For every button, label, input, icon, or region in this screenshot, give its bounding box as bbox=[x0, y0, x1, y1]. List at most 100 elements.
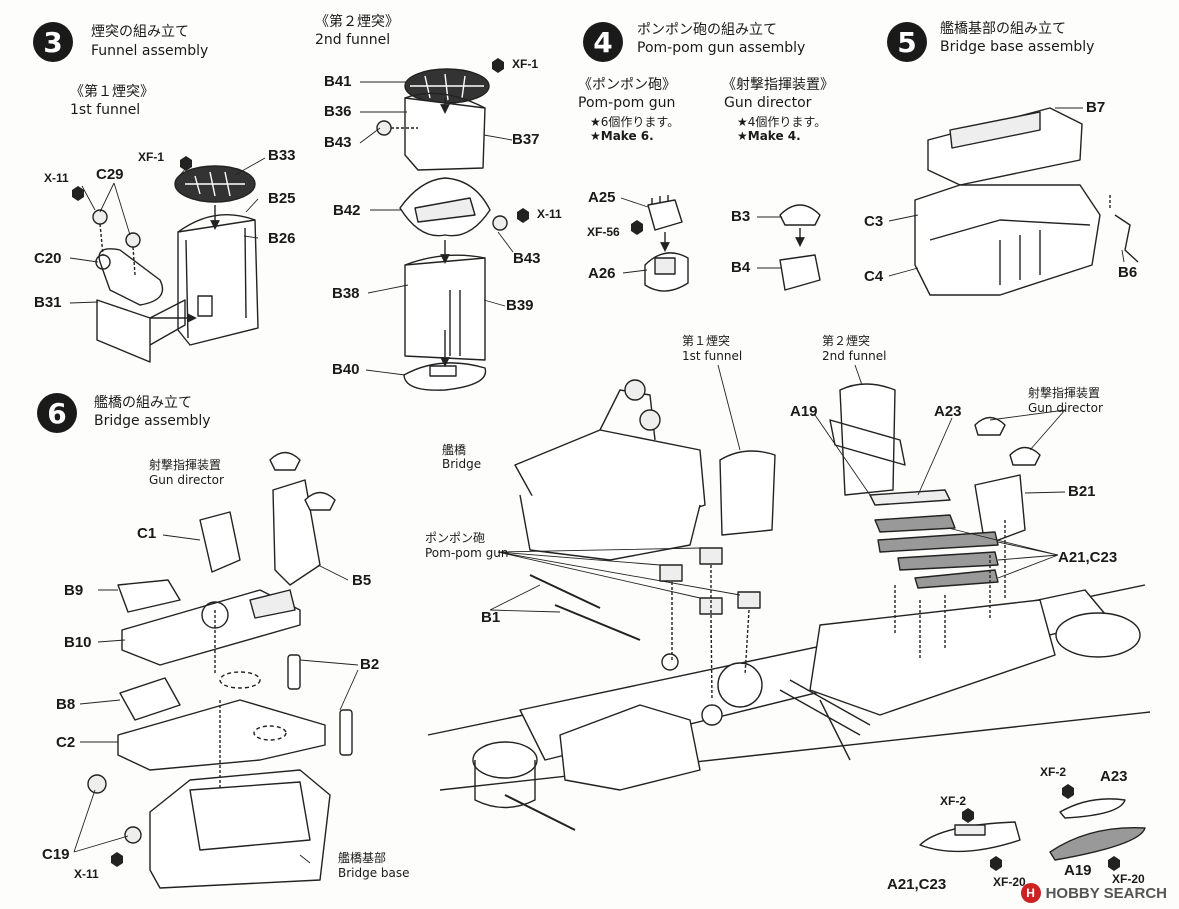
main-director-jp: 射撃指揮装置 bbox=[1028, 386, 1101, 400]
boat-label-a21-c23: A21,C23 bbox=[887, 876, 947, 893]
label-b5: B5 bbox=[352, 572, 372, 589]
label-b25: B25 bbox=[268, 190, 296, 207]
first-funnel-heading-jp: 《第１煙突》 bbox=[70, 84, 154, 100]
main-bridge-en: Bridge bbox=[442, 457, 482, 471]
paint-hex-xf2-a bbox=[962, 808, 974, 823]
watermark: H HOBBY SEARCH bbox=[1020, 883, 1167, 903]
step-5-number: 5 bbox=[887, 22, 927, 62]
label-b33: B33 bbox=[268, 147, 296, 164]
main-first-funnel-jp: 第１煙突 bbox=[682, 334, 731, 348]
label-c4: C4 bbox=[864, 268, 884, 285]
label-c29: C29 bbox=[96, 166, 124, 183]
boat-label-xf20-a: XF-20 bbox=[993, 875, 1026, 889]
bridge-base-drawing bbox=[914, 107, 1139, 296]
paint-hex-xf2-b bbox=[1062, 784, 1074, 799]
label-xf1: XF-1 bbox=[138, 150, 165, 164]
step-3-title-en: Funnel assembly bbox=[91, 43, 209, 59]
label-b39: B39 bbox=[506, 297, 534, 314]
step6-director-jp: 射撃指揮装置 bbox=[149, 458, 222, 472]
main-second-funnel-en: 2nd funnel bbox=[822, 349, 887, 363]
pompom-note-jp: ★6個作ります。 bbox=[590, 115, 680, 129]
label-b21: B21 bbox=[1068, 483, 1096, 500]
paint-hex-x11-b bbox=[517, 208, 529, 223]
label-b9: B9 bbox=[64, 582, 84, 599]
paint-hex-xf56 bbox=[631, 220, 643, 235]
second-funnel-drawing bbox=[376, 68, 508, 391]
label-b41: B41 bbox=[324, 73, 352, 90]
boats-drawing bbox=[919, 798, 1146, 861]
pompom-gun-drawing bbox=[644, 195, 689, 292]
step6-director-en: Gun director bbox=[149, 473, 224, 487]
label-c2: C2 bbox=[56, 734, 76, 751]
step-4-title-en: Pom-pom gun assembly bbox=[637, 40, 806, 56]
label-b36: B36 bbox=[324, 103, 352, 120]
label-b7: B7 bbox=[1086, 99, 1106, 116]
label-b3: B3 bbox=[731, 208, 751, 225]
main-bridge-jp: 艦橋 bbox=[442, 443, 467, 457]
label-a19: A19 bbox=[790, 403, 818, 420]
label-xf1-b: XF-1 bbox=[512, 57, 539, 71]
watermark-logo: H bbox=[1020, 883, 1041, 903]
label-b38: B38 bbox=[332, 285, 360, 302]
watermark-text: HOBBY SEARCH bbox=[1045, 884, 1167, 902]
label-b42: B42 bbox=[333, 202, 361, 219]
label-c20: C20 bbox=[34, 250, 62, 267]
label-b43-a: B43 bbox=[324, 134, 352, 151]
label-a25: A25 bbox=[588, 189, 616, 206]
paint-hex-xf20-a bbox=[990, 856, 1002, 871]
label-b2: B2 bbox=[360, 656, 380, 673]
step-3-title-jp: 煙突の組み立て bbox=[91, 24, 189, 40]
step-4-title-jp: ポンポン砲の組み立て bbox=[637, 22, 777, 38]
second-funnel-heading-jp: 《第２煙突》 bbox=[315, 14, 399, 30]
main-second-funnel-jp: 第２煙突 bbox=[822, 334, 871, 348]
boat-label-a19: A19 bbox=[1064, 862, 1092, 879]
main-pompom-jp: ポンポン砲 bbox=[425, 531, 486, 545]
step-6-title-en: Bridge assembly bbox=[94, 413, 211, 429]
label-b10: B10 bbox=[64, 634, 92, 651]
label-x11-b: X-11 bbox=[537, 207, 562, 221]
label-b26: B26 bbox=[268, 230, 296, 247]
label-b40: B40 bbox=[332, 361, 360, 378]
ship-hull-drawing bbox=[427, 379, 1151, 831]
gun-director-drawing bbox=[779, 204, 821, 291]
main-first-funnel-en: 1st funnel bbox=[682, 349, 743, 363]
step-3-number: 3 bbox=[33, 22, 73, 62]
label-b37: B37 bbox=[512, 131, 540, 148]
pompom-note-en: ★Make 6. bbox=[590, 129, 654, 143]
label-x11: X-11 bbox=[44, 171, 69, 185]
label-a23: A23 bbox=[934, 403, 962, 420]
label-c19: C19 bbox=[42, 846, 70, 863]
label-b31: B31 bbox=[34, 294, 62, 311]
main-pompom-en: Pom-pom gun bbox=[425, 546, 509, 560]
label-b6: B6 bbox=[1118, 264, 1138, 281]
pompom-heading-en: Pom-pom gun bbox=[578, 95, 676, 111]
director-heading-en: Gun director bbox=[724, 95, 812, 111]
boat-label-xf20-b: XF-20 bbox=[1112, 872, 1145, 886]
label-b1: B1 bbox=[481, 609, 501, 626]
step-5-title-en: Bridge base assembly bbox=[940, 39, 1095, 55]
label-a21-c23: A21,C23 bbox=[1058, 549, 1118, 566]
paint-hex-xf1-b bbox=[492, 58, 504, 73]
director-note-en: ★Make 4. bbox=[737, 129, 801, 143]
label-b4: B4 bbox=[731, 259, 751, 276]
label-a26: A26 bbox=[588, 265, 616, 282]
label-xf56: XF-56 bbox=[587, 225, 620, 239]
label-b43-b: B43 bbox=[513, 250, 541, 267]
director-heading-jp: 《射撃指揮装置》 bbox=[722, 77, 834, 93]
first-funnel-drawing bbox=[92, 165, 259, 363]
pompom-heading-jp: 《ポンポン砲》 bbox=[578, 77, 676, 93]
label-x11-c: X-11 bbox=[74, 867, 99, 881]
label-c3: C3 bbox=[864, 213, 884, 230]
label-b8: B8 bbox=[56, 696, 76, 713]
boat-label-xf2-b: XF-2 bbox=[1040, 765, 1067, 779]
director-note-jp: ★4個作ります。 bbox=[737, 115, 827, 129]
step-6-title-jp: 艦橋の組み立て bbox=[94, 395, 192, 411]
bridge-base-en: Bridge base bbox=[338, 866, 410, 880]
paint-hex-x11-c bbox=[111, 852, 123, 867]
step-6-number: 6 bbox=[37, 393, 77, 433]
boat-label-a23: A23 bbox=[1100, 768, 1128, 785]
bridge-base-jp: 艦橋基部 bbox=[338, 851, 387, 865]
second-funnel-heading-en: 2nd funnel bbox=[315, 32, 391, 48]
